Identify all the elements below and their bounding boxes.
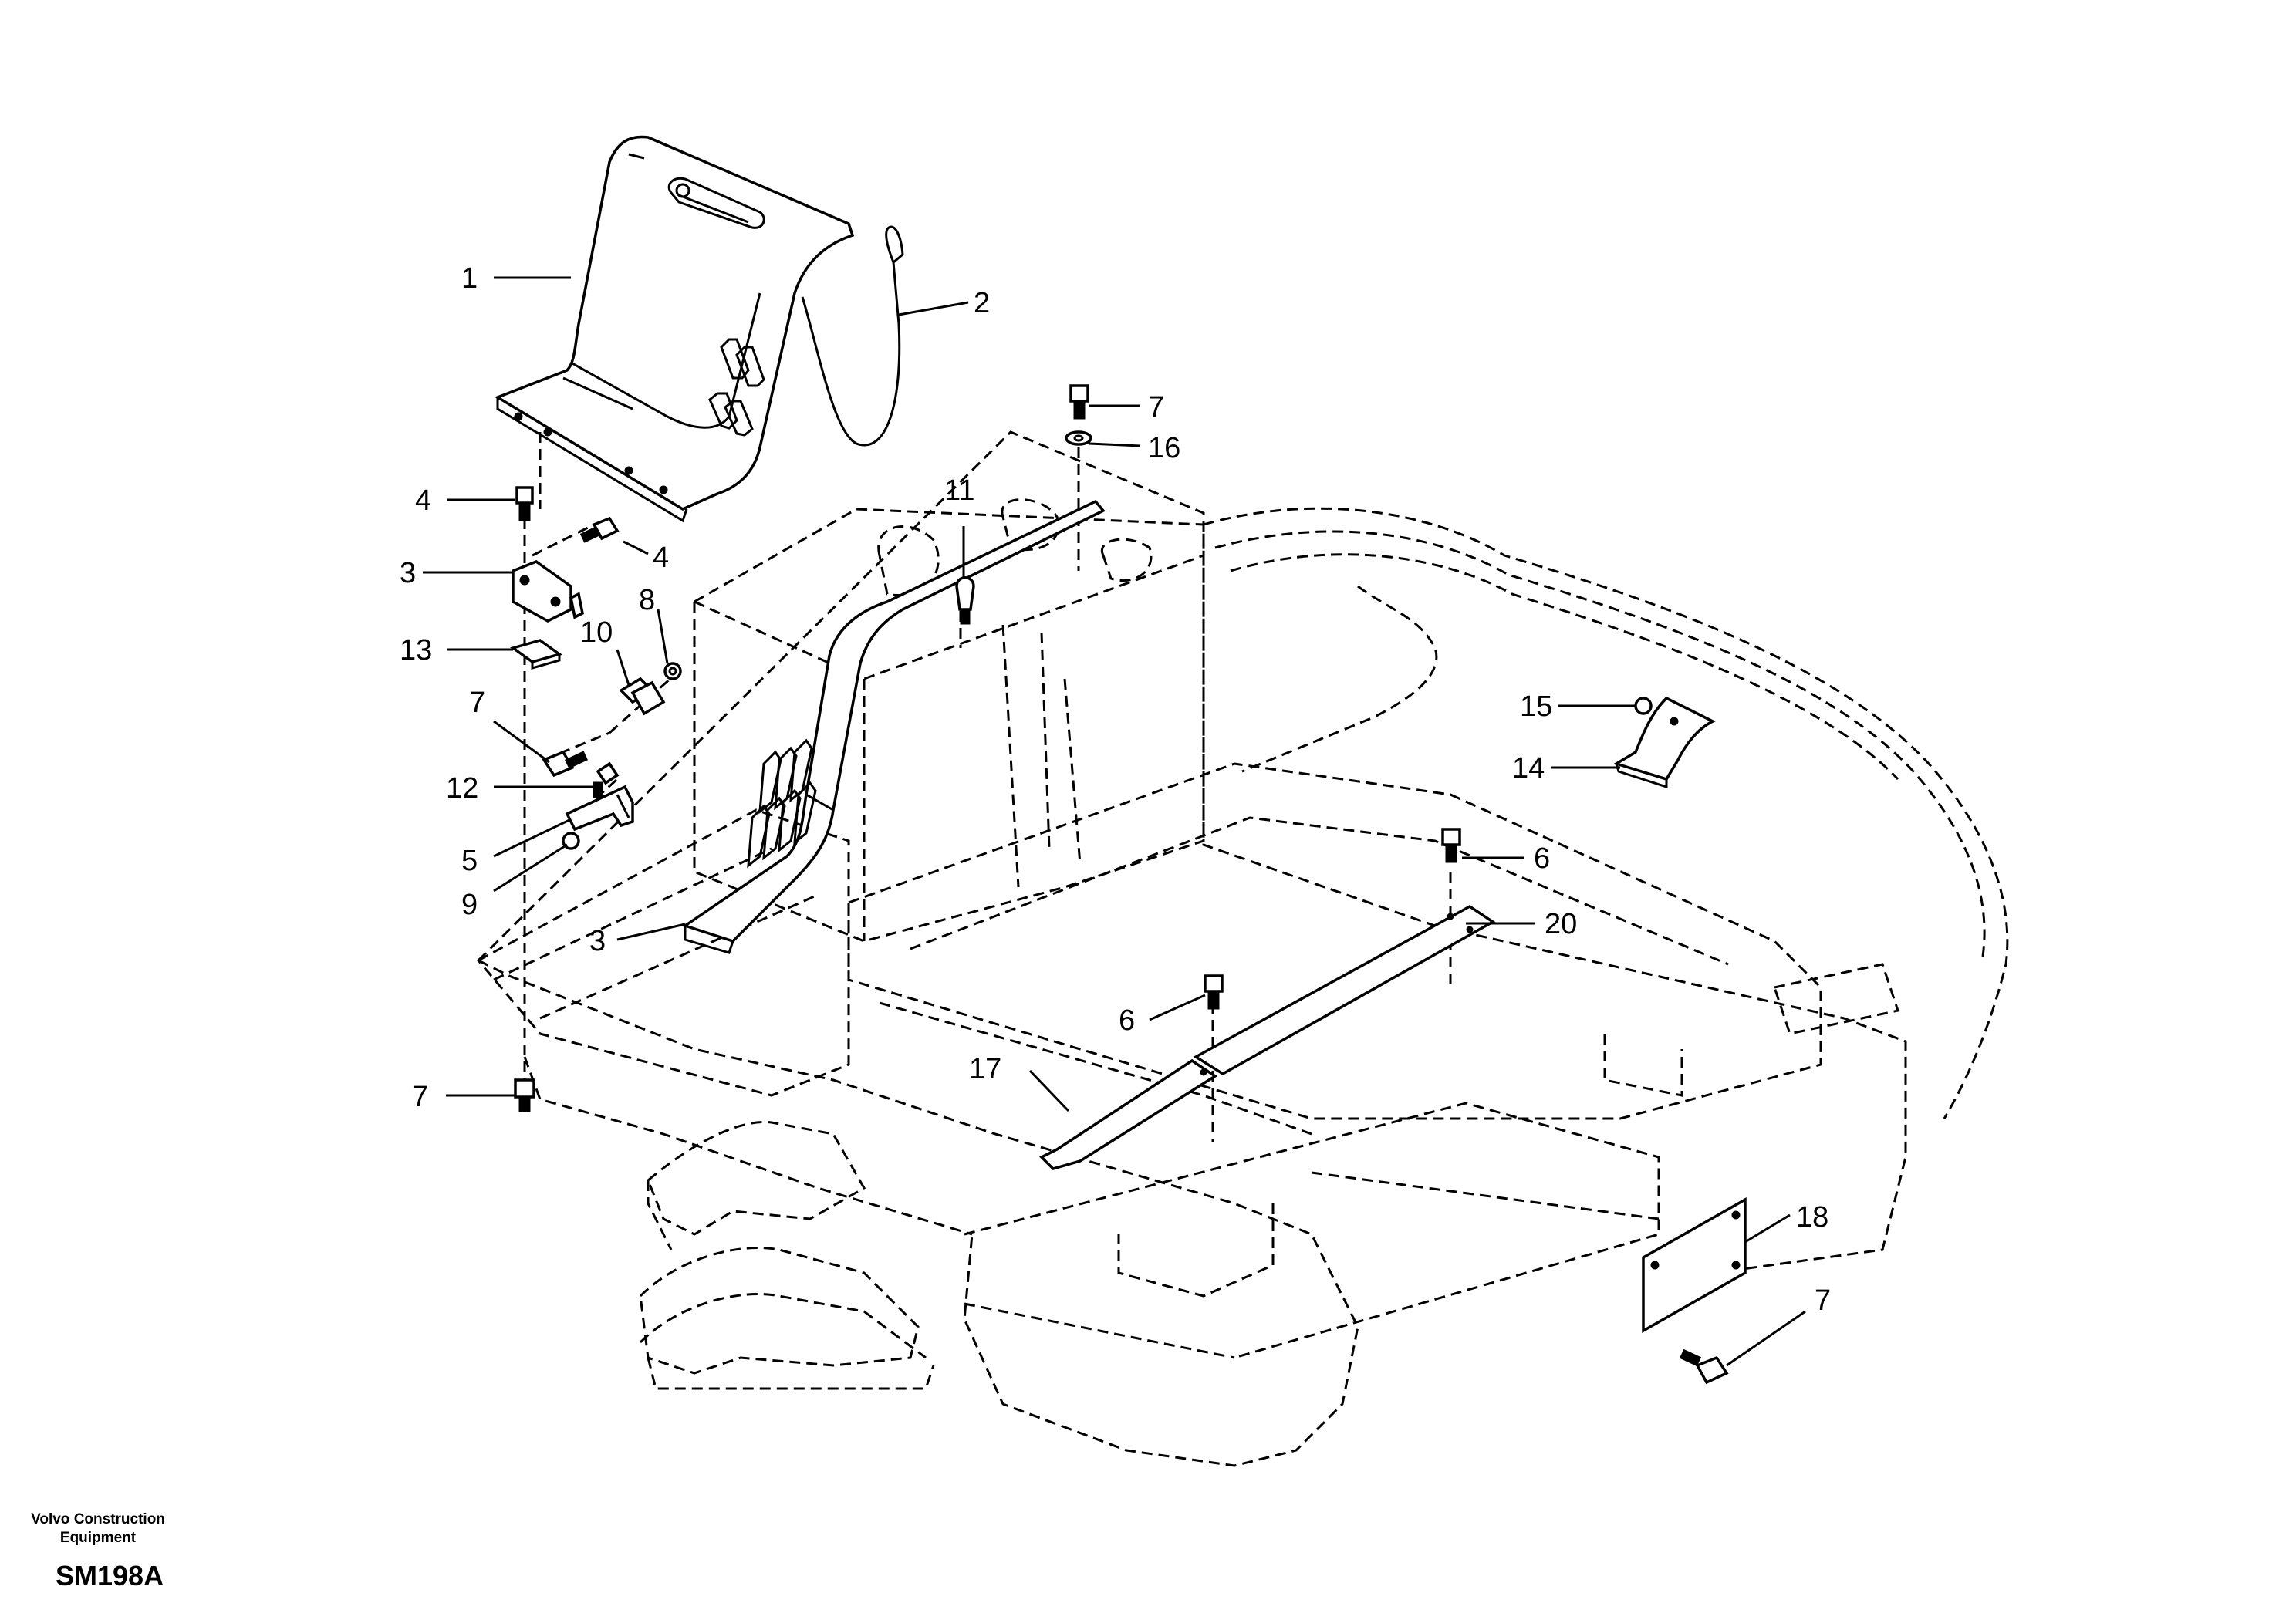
- callout-4: 4: [415, 484, 431, 517]
- callout-6: 6: [1534, 842, 1550, 875]
- brand-line-2: Equipment: [59, 1530, 137, 1546]
- callout-13: 13: [400, 634, 432, 667]
- part-4-bolt-upper: [515, 486, 534, 521]
- callout-4: 4: [653, 542, 669, 574]
- part-20-strip: [1193, 904, 1496, 1076]
- callout-7: 7: [1815, 1284, 1831, 1317]
- callout-1: 1: [461, 262, 478, 295]
- part-1-cover: [495, 135, 855, 523]
- part-6-bolt-b: [1204, 974, 1224, 1010]
- callout-17: 17: [969, 1053, 1001, 1085]
- callout-15: 15: [1520, 690, 1552, 723]
- part-6-bolt-a: [1441, 828, 1461, 863]
- part-3-side-cover: [682, 499, 1106, 954]
- part-10-pin: [619, 677, 666, 716]
- callout-10: 10: [580, 616, 613, 649]
- part-7-bolt-top: [1069, 384, 1089, 420]
- diagram-code: SM198A: [56, 1560, 164, 1591]
- callout-8: 8: [639, 584, 655, 616]
- part-13-plate: [510, 639, 562, 670]
- callout-18: 18: [1796, 1201, 1828, 1234]
- part-5-clip: [565, 785, 634, 832]
- part-2-lanyard: [801, 225, 904, 447]
- part-7-bolt-plate: [1679, 1348, 1729, 1385]
- callout-14: 14: [1512, 752, 1545, 785]
- callout-7: 7: [469, 687, 485, 719]
- callout-3: 3: [589, 925, 606, 957]
- part-7-bolt-bottom: [514, 1078, 535, 1112]
- part-12-bolt: [593, 761, 620, 798]
- part-4-bolt-side: [579, 516, 620, 543]
- part-11-bumper: [955, 576, 975, 625]
- part-18-plate: [1642, 1196, 1747, 1334]
- callout-7: 7: [412, 1081, 428, 1113]
- machine-frame-outline: [476, 430, 2009, 1467]
- leader-lines: [423, 276, 1806, 1367]
- part-8-nut: [663, 662, 682, 680]
- part-3-hinge: [512, 560, 584, 623]
- brand-label: Volvo Construction Equipment: [17, 1510, 179, 1547]
- callout-12: 12: [446, 772, 478, 805]
- part-15-nut: [1634, 697, 1653, 715]
- part-7-bolt-a: [542, 750, 588, 778]
- callout-11: 11: [944, 474, 974, 507]
- assembly-lines: [523, 432, 1679, 1313]
- callout-5: 5: [461, 845, 478, 877]
- callout-20: 20: [1545, 908, 1577, 940]
- callout-labels: 1 2 4 4 3 13 10 8 11 7 16 7 12 5 9 3 7 1…: [400, 262, 1831, 1317]
- part-16-washer: [1065, 430, 1092, 446]
- callout-6: 6: [1119, 1004, 1135, 1037]
- callout-16: 16: [1148, 432, 1180, 464]
- callout-7: 7: [1148, 391, 1164, 424]
- callout-9: 9: [461, 889, 478, 921]
- callout-2: 2: [974, 287, 990, 319]
- part-14-bracket: [1612, 696, 1716, 789]
- callout-3: 3: [400, 557, 416, 589]
- part-17-strip: [1039, 1058, 1218, 1170]
- brand-line-1: Volvo Construction: [31, 1511, 165, 1527]
